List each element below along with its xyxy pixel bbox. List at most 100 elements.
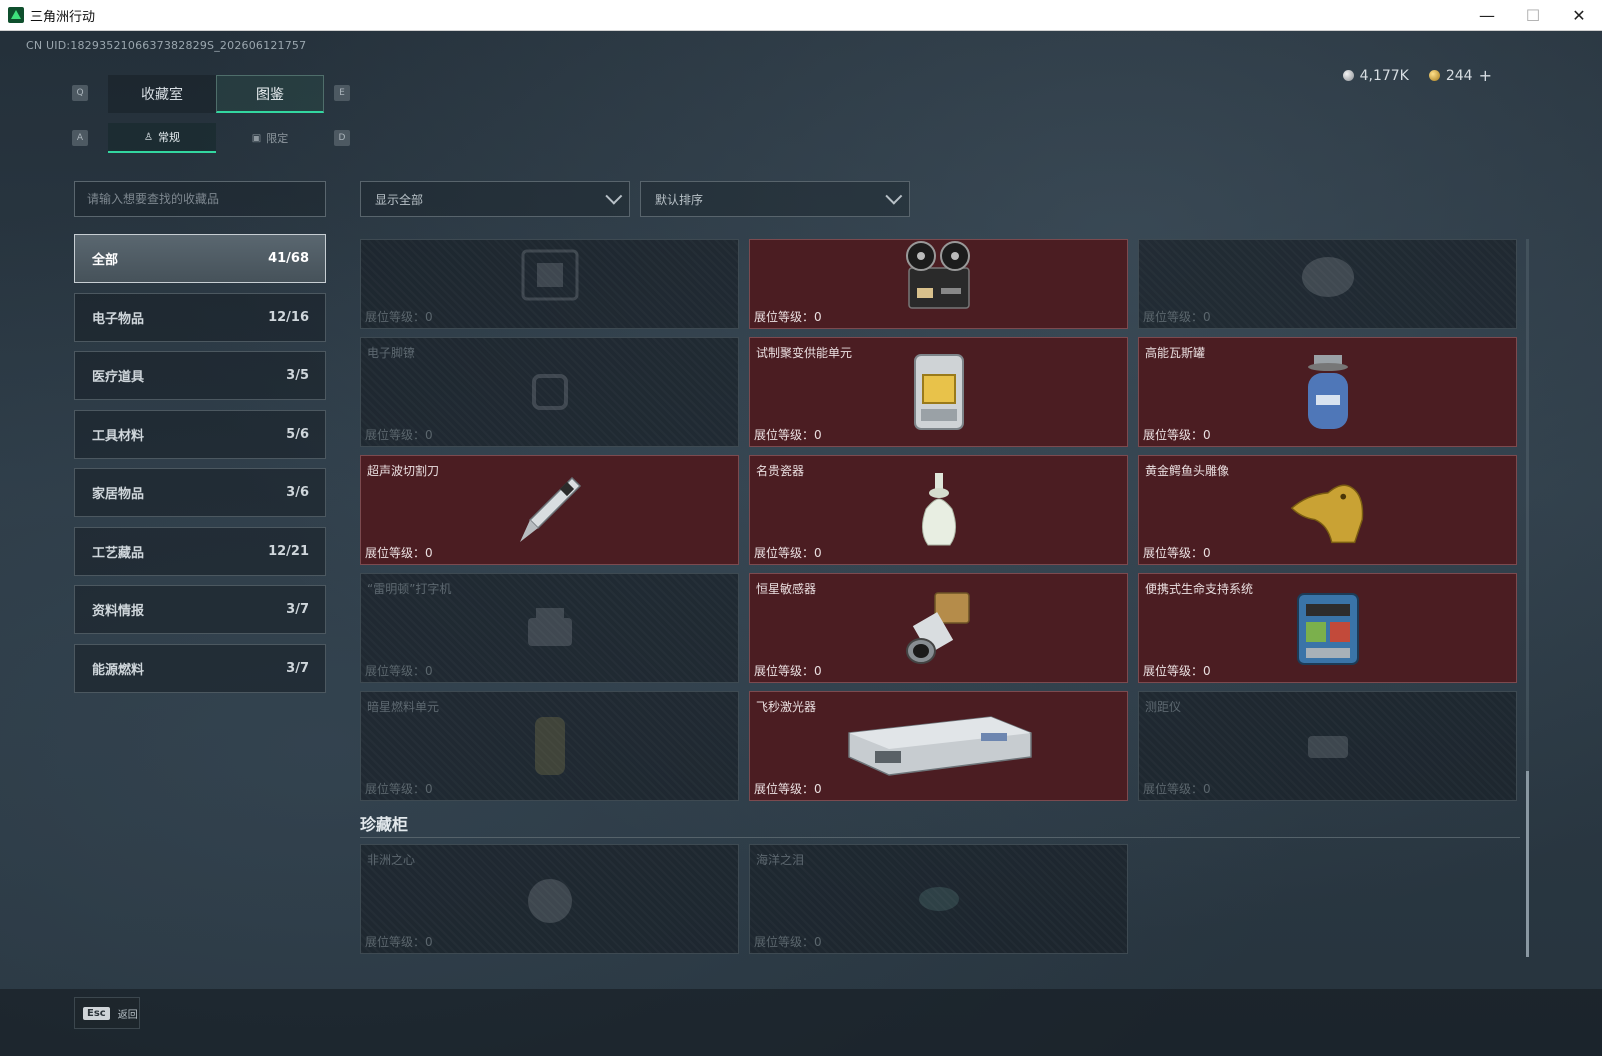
category-label: 能源燃料 xyxy=(92,662,145,678)
cabinet-grid: 非洲之心 展位等级：0 海洋之泪 展位等级：0 xyxy=(360,844,1128,962)
item-level: 展位等级：0 xyxy=(365,310,433,324)
rangefinder-icon xyxy=(1288,706,1368,786)
gold-coin-icon xyxy=(1428,70,1440,81)
item-name: 高能瓦斯罐 xyxy=(1145,346,1206,360)
porcelain-vase-icon xyxy=(899,470,979,550)
filter-dropdown[interactable]: 显示全部 xyxy=(360,181,630,217)
uid-text: CN UID:1829352106637382829S_202606121757 xyxy=(26,39,307,52)
category-count: 41/68 xyxy=(268,251,309,266)
item-name: 暗星燃料单元 xyxy=(367,700,440,714)
subtab-limited[interactable]: ▣ 限定 xyxy=(216,123,324,153)
category-count: 3/7 xyxy=(286,660,309,676)
next-tab-key[interactable]: E xyxy=(334,85,350,101)
item-card[interactable]: 海洋之泪 展位等级：0 xyxy=(749,844,1128,954)
scrollbar-track[interactable] xyxy=(1526,239,1529,957)
subtab-regular[interactable]: ♙ 常规 xyxy=(108,123,216,153)
maximize-button[interactable]: ☐ xyxy=(1525,6,1541,25)
item-card[interactable]: 暗星燃料单元 展位等级：0 xyxy=(360,691,739,801)
window-title: 三角洲行动 xyxy=(30,9,96,25)
item-card[interactable]: 超声波切割刀 展位等级：0 xyxy=(360,455,739,565)
category-fuel[interactable]: 能源燃料 3/7 xyxy=(74,643,326,693)
ankle-monitor-icon xyxy=(510,352,590,432)
subtab-regular-label: 常规 xyxy=(157,131,180,144)
item-card[interactable]: 测距仪 展位等级：0 xyxy=(1138,691,1517,801)
item-card[interactable]: 展位等级：0 xyxy=(1138,239,1517,329)
item-card[interactable]: 飞秒激光器 展位等级：0 xyxy=(749,691,1128,801)
add-currency-button[interactable]: + xyxy=(1478,66,1492,85)
gold-crocodile-icon xyxy=(1288,470,1368,550)
currency-bar: 4,177K 244 + xyxy=(1342,66,1492,85)
category-count: 12/21 xyxy=(268,543,309,559)
back-label: 返回 xyxy=(117,1009,138,1021)
tab-collection-room[interactable]: 收藏室 xyxy=(108,75,216,113)
gem-icon xyxy=(510,859,590,939)
item-card[interactable]: “雷明顿”打字机 展位等级：0 xyxy=(360,573,739,683)
item-level: 展位等级：0 xyxy=(1143,546,1211,560)
item-name: 超声波切割刀 xyxy=(367,464,440,478)
item-level: 展位等级：0 xyxy=(365,546,433,560)
minimize-button[interactable]: — xyxy=(1479,6,1495,25)
item-level: 展位等级：0 xyxy=(754,782,822,796)
item-level: 展位等级：0 xyxy=(1143,664,1211,678)
category-label: 家居物品 xyxy=(92,487,145,502)
gem-icon xyxy=(899,859,979,939)
reel-recorder-icon xyxy=(899,235,979,315)
prev-subtab-key[interactable]: A xyxy=(72,130,88,146)
item-level: 展位等级：0 xyxy=(754,546,822,560)
game-viewport: CN UID:1829352106637382829S_202606121757… xyxy=(0,31,1602,1056)
scrollbar-thumb[interactable] xyxy=(1526,771,1529,957)
filter-dropdown-value: 显示全部 xyxy=(375,192,424,207)
item-level: 展位等级：0 xyxy=(1143,428,1211,442)
item-card[interactable]: 试制聚变供能单元 展位等级：0 xyxy=(749,337,1128,447)
ultrasonic-knife-icon xyxy=(510,470,590,550)
window-controls: — ☐ ✕ xyxy=(1464,0,1602,31)
category-count: 3/5 xyxy=(286,368,309,383)
subtab-limited-label: 限定 xyxy=(266,132,289,145)
item-name: 名贵瓷器 xyxy=(756,464,805,478)
close-button[interactable]: ✕ xyxy=(1572,6,1586,25)
item-card[interactable]: 展位等级：0 xyxy=(749,239,1128,329)
silver-amount: 4,177K xyxy=(1359,67,1409,84)
item-card[interactable]: 黄金鳄鱼头雕像 展位等级：0 xyxy=(1138,455,1517,565)
item-card[interactable]: 非洲之心 展位等级：0 xyxy=(360,844,739,954)
search-input[interactable] xyxy=(74,181,326,217)
gold-currency: 244 + xyxy=(1428,66,1492,85)
image-icon: ▣ xyxy=(251,132,262,144)
category-count: 3/6 xyxy=(286,485,309,500)
circuit-board-icon xyxy=(510,235,590,315)
item-card[interactable]: 展位等级：0 xyxy=(360,239,739,329)
life-support-icon xyxy=(1288,588,1368,668)
next-subtab-key[interactable]: D xyxy=(334,130,350,146)
item-name: 海洋之泪 xyxy=(756,853,805,867)
item-card[interactable]: 电子脚镣 展位等级：0 xyxy=(360,337,739,447)
prev-tab-key[interactable]: Q xyxy=(72,85,88,101)
item-name: 飞秒激光器 xyxy=(756,700,817,714)
star-sensor-icon xyxy=(899,588,979,668)
item-card[interactable]: 名贵瓷器 展位等级：0 xyxy=(749,455,1128,565)
category-label: 资料情报 xyxy=(92,604,145,619)
item-card[interactable]: 高能瓦斯罐 展位等级：0 xyxy=(1138,337,1517,447)
silver-currency: 4,177K xyxy=(1342,67,1409,84)
typewriter-icon xyxy=(510,588,590,668)
tab-codex[interactable]: 图鉴 xyxy=(216,75,324,113)
item-level: 展位等级：0 xyxy=(1143,782,1211,796)
item-level: 展位等级：0 xyxy=(754,310,822,324)
sort-dropdown[interactable]: 默认排序 xyxy=(640,181,910,217)
item-grid: 展位等级：0 展位等级：0 展位等级：0 电子脚镣 展位等级：0 试制聚变供能单… xyxy=(360,239,1520,809)
item-name: 试制聚变供能单元 xyxy=(756,346,853,360)
item-card[interactable]: 便携式生命支持系统 展位等级：0 xyxy=(1138,573,1517,683)
item-card[interactable]: 恒星敏感器 展位等级：0 xyxy=(749,573,1128,683)
bottom-bar xyxy=(0,989,1602,1056)
item-level: 展位等级：0 xyxy=(1143,310,1211,324)
back-button[interactable]: Esc 返回 xyxy=(74,997,140,1029)
category-household[interactable]: 家居物品 3/6 xyxy=(74,468,326,517)
item-level: 展位等级：0 xyxy=(754,428,822,442)
chevron-down-icon xyxy=(885,187,903,205)
gold-amount: 244 xyxy=(1445,67,1473,84)
